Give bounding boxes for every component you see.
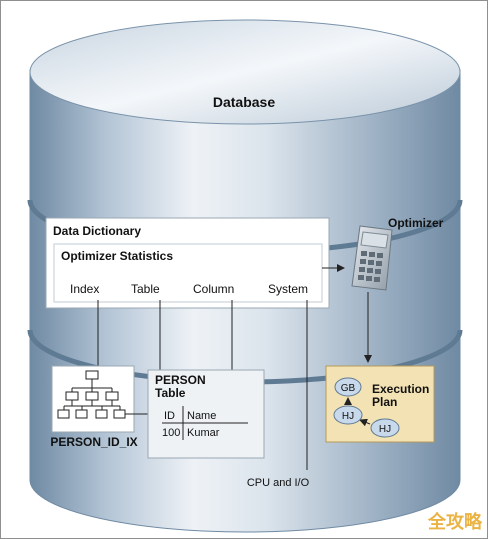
optimizer-statistics-label: Optimizer Statistics: [61, 249, 173, 263]
plan-node-hj-2: [370, 418, 400, 438]
execution-plan-line1: Execution: [372, 382, 429, 396]
plan-edge-hj-hj: [359, 418, 371, 427]
table-cell-name: Kumar: [187, 427, 220, 439]
plan-node-hj-1-label: HJ: [342, 411, 354, 422]
person-table-box: [147, 369, 265, 459]
table-header-name: Name: [187, 410, 216, 422]
table-header-id: ID: [164, 410, 175, 422]
watermark: 全攻略: [427, 511, 483, 532]
execution-plan-line2: Plan: [372, 395, 397, 409]
table-title-line2: Table: [155, 386, 186, 400]
plan-node-gb-label: GB: [341, 383, 356, 394]
calculator-icon: [351, 225, 393, 291]
database-label: Database: [213, 94, 275, 110]
optimizer-label: Optimizer: [388, 216, 444, 230]
plan-node-hj-1: [333, 405, 363, 425]
stat-column-system: System: [268, 282, 308, 296]
cylinder-top: [29, 19, 461, 125]
index-name: PERSON_ID_IX: [50, 435, 137, 449]
plan-node-hj-2-label: HJ: [379, 424, 391, 435]
table-cell-id: 100: [162, 427, 180, 439]
plan-node-gb: [334, 377, 362, 397]
cpu-io-label: CPU and I/O: [247, 477, 310, 489]
stat-column-column: Column: [193, 282, 234, 296]
table-title-line1: PERSON: [155, 373, 206, 387]
index-tree-icon: [57, 370, 126, 419]
stat-column-index: Index: [70, 282, 99, 296]
optimizer-statistics-box: [53, 243, 323, 303]
stat-column-table: Table: [131, 282, 160, 296]
data-dictionary-label: Data Dictionary: [53, 224, 141, 238]
